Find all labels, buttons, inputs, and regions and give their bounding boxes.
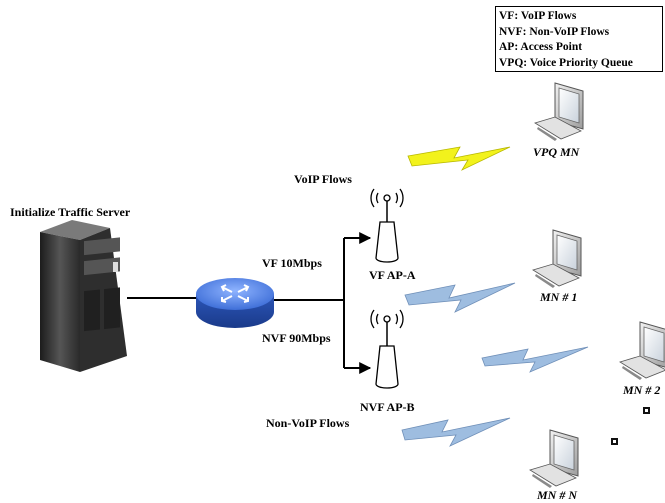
data-signal-icon xyxy=(481,346,589,373)
data-signal-icon xyxy=(404,282,516,313)
legend: VF: VoIP Flows NVF: Non-VoIP Flows AP: A… xyxy=(495,6,663,72)
mn-label: MN # N xyxy=(537,488,578,502)
mn-label: MN # 2 xyxy=(623,383,661,397)
server-icon xyxy=(40,220,127,372)
access-point-a-icon xyxy=(370,188,404,263)
legend-item: NVF: Non-VoIP Flows xyxy=(499,25,610,38)
voice-signal-icon xyxy=(407,146,511,171)
ellipsis-dots xyxy=(611,407,650,445)
ap-b-label: NVF AP-B xyxy=(360,400,415,414)
mn-label: MN # 1 xyxy=(540,290,578,304)
vf-rate-label: VF 10Mbps xyxy=(262,256,322,270)
legend-item: VPQ: Voice Priority Queue xyxy=(499,56,633,69)
router-icon xyxy=(196,278,274,328)
voip-flows-label: VoIP Flows xyxy=(294,172,352,186)
computer-icon xyxy=(619,321,665,380)
legend-item: AP: Access Point xyxy=(499,41,583,53)
mn-label: VPQ MN xyxy=(533,145,580,159)
access-point-b-icon xyxy=(370,309,404,389)
nonvoip-flows-label: Non-VoIP Flows xyxy=(266,416,350,430)
computer-icon xyxy=(534,82,584,141)
nvf-rate-label: NVF 90Mbps xyxy=(262,331,331,345)
data-signal-icon xyxy=(401,417,511,447)
computer-icon xyxy=(532,229,582,288)
server-label: Initialize Traffic Server xyxy=(10,205,131,219)
ap-a-label: VF AP-A xyxy=(369,268,416,282)
legend-item: VF: VoIP Flows xyxy=(499,10,577,22)
computer-icon xyxy=(529,429,579,488)
